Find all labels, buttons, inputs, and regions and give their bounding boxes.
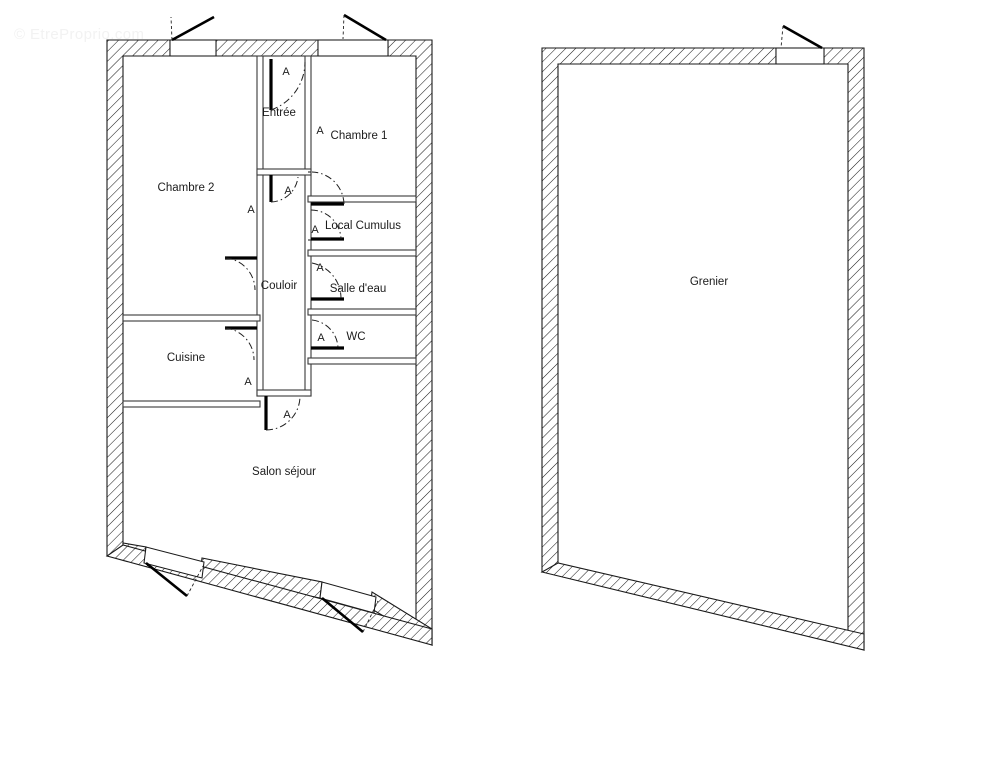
room-label-chambre2: Chambre 2 [158,182,215,194]
partition-localcumulus-bottom [307,249,417,257]
door-mark-localcumulus: A [311,224,319,236]
apartment-windows [143,39,389,614]
window-sash-bottom-left [145,561,188,598]
plan-attic: Grenier [540,24,865,651]
room-label-salon: Salon séjour [252,466,316,478]
door-mark-salon: A [283,409,291,421]
room-label-grenier: Grenier [690,276,729,288]
apartment-window-sashes [145,13,387,634]
apartment-door-marks: A A A A A A A A A [244,66,325,421]
attic-window [775,24,825,65]
door-mark-cuisine: A [244,376,252,388]
window-sash-attic [782,24,823,50]
room-label-wc: WC [346,331,365,343]
room-label-salle-deau: Salle d'eau [330,283,387,295]
door-mark-salledeau: A [316,262,324,274]
partition-salledeau-bottom [307,308,417,316]
door-mark-chambre1: A [316,125,324,137]
room-label-cuisine: Cuisine [167,352,205,364]
watermark: © EtreProprio.com [14,26,145,43]
room-label-local-cumulus: Local Cumulus [325,220,401,232]
window-opening-bottom-left [143,546,205,579]
door-mark-couloir-top: A [284,185,292,197]
apartment-opening-reveals [308,171,311,241]
window-hinge-attic [780,25,784,49]
window-opening-top-right [317,39,389,57]
room-label-couloir: Couloir [261,280,298,292]
window-hinge-bottom-right [362,600,379,633]
partition-corridor-bottom [256,389,312,397]
attic-room-labels: Grenier [690,276,729,288]
window-opening-top-left [169,39,217,57]
room-label-chambre1: Chambre 1 [331,130,388,142]
attic-exterior-walls [540,47,865,651]
door-mark-entree: A [282,66,290,78]
window-sash-top-right [343,13,387,42]
window-opening-bottom-right [319,581,377,614]
partition-corridor-right [304,55,312,397]
door-mark-chambre2: A [247,204,255,216]
plan-apartment: Chambre 2 Entrée Chambre 1 Local Cumulus… [105,13,433,646]
room-label-entree: Entrée [262,107,296,119]
window-opening-attic [775,47,825,65]
partition-entree-bottom [256,168,312,176]
apartment-partitions [122,55,417,408]
window-hinge-top-left [170,16,173,41]
partition-chambre2-bottom [122,314,261,322]
partition-chambre1-bottom [307,195,417,203]
door-mark-wc: A [317,332,325,344]
partition-wc-bottom [307,357,417,365]
apartment-doors [224,59,345,431]
partition-cuisine-bottom [122,400,261,408]
window-sash-bottom-right [321,596,364,634]
apartment-room-labels: Chambre 2 Entrée Chambre 1 Local Cumulus… [158,107,402,478]
window-hinge-bottom-left [186,565,204,597]
window-hinge-top-right [342,14,345,40]
window-sash-top-left [171,15,215,42]
